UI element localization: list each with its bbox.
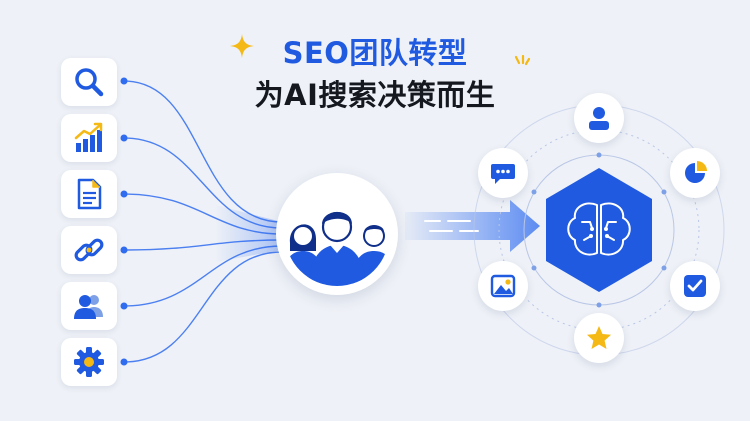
source-tile-document[interactable] xyxy=(61,170,117,218)
flow-arrow xyxy=(405,200,540,252)
source-tile-search[interactable] xyxy=(61,58,117,106)
wire-document xyxy=(123,193,283,235)
source-tile-users[interactable] xyxy=(61,282,117,330)
wire-search xyxy=(123,80,283,223)
satellite-pie-chart[interactable] xyxy=(670,148,720,198)
search-icon xyxy=(75,68,104,97)
ai-core-hexagon xyxy=(546,168,652,292)
wire-gear xyxy=(123,251,283,363)
users-icon xyxy=(74,295,103,319)
source-tile-link[interactable] xyxy=(61,226,117,274)
chat-bubble-icon xyxy=(491,164,515,184)
page-subtitle: 为AI搜索决策而生 xyxy=(254,78,496,112)
team-hub xyxy=(276,173,398,295)
checkbox-icon xyxy=(684,275,706,297)
team-people-icon xyxy=(285,211,389,286)
page-title: SEO团队转型 xyxy=(282,36,468,70)
source-tile-settings[interactable] xyxy=(61,338,117,386)
wire-link xyxy=(123,239,283,251)
satellite-star[interactable] xyxy=(574,313,624,363)
wire-users xyxy=(123,245,283,307)
image-icon xyxy=(490,274,516,298)
wire-chart xyxy=(123,137,283,229)
accent-rays-icon xyxy=(514,54,531,66)
satellite-user[interactable] xyxy=(574,93,624,143)
document-icon xyxy=(77,178,102,210)
star-icon xyxy=(587,326,611,349)
link-icon xyxy=(74,238,104,262)
sparkle-icon xyxy=(230,34,254,58)
gear-icon xyxy=(74,347,104,377)
satellite-checkbox[interactable] xyxy=(670,261,720,311)
pie-chart-icon xyxy=(685,161,707,183)
growth-chart-icon xyxy=(74,122,103,152)
satellite-image[interactable] xyxy=(478,261,528,311)
user-icon xyxy=(589,107,609,130)
satellite-chat[interactable] xyxy=(478,148,528,198)
source-tile-growth[interactable] xyxy=(61,114,117,162)
